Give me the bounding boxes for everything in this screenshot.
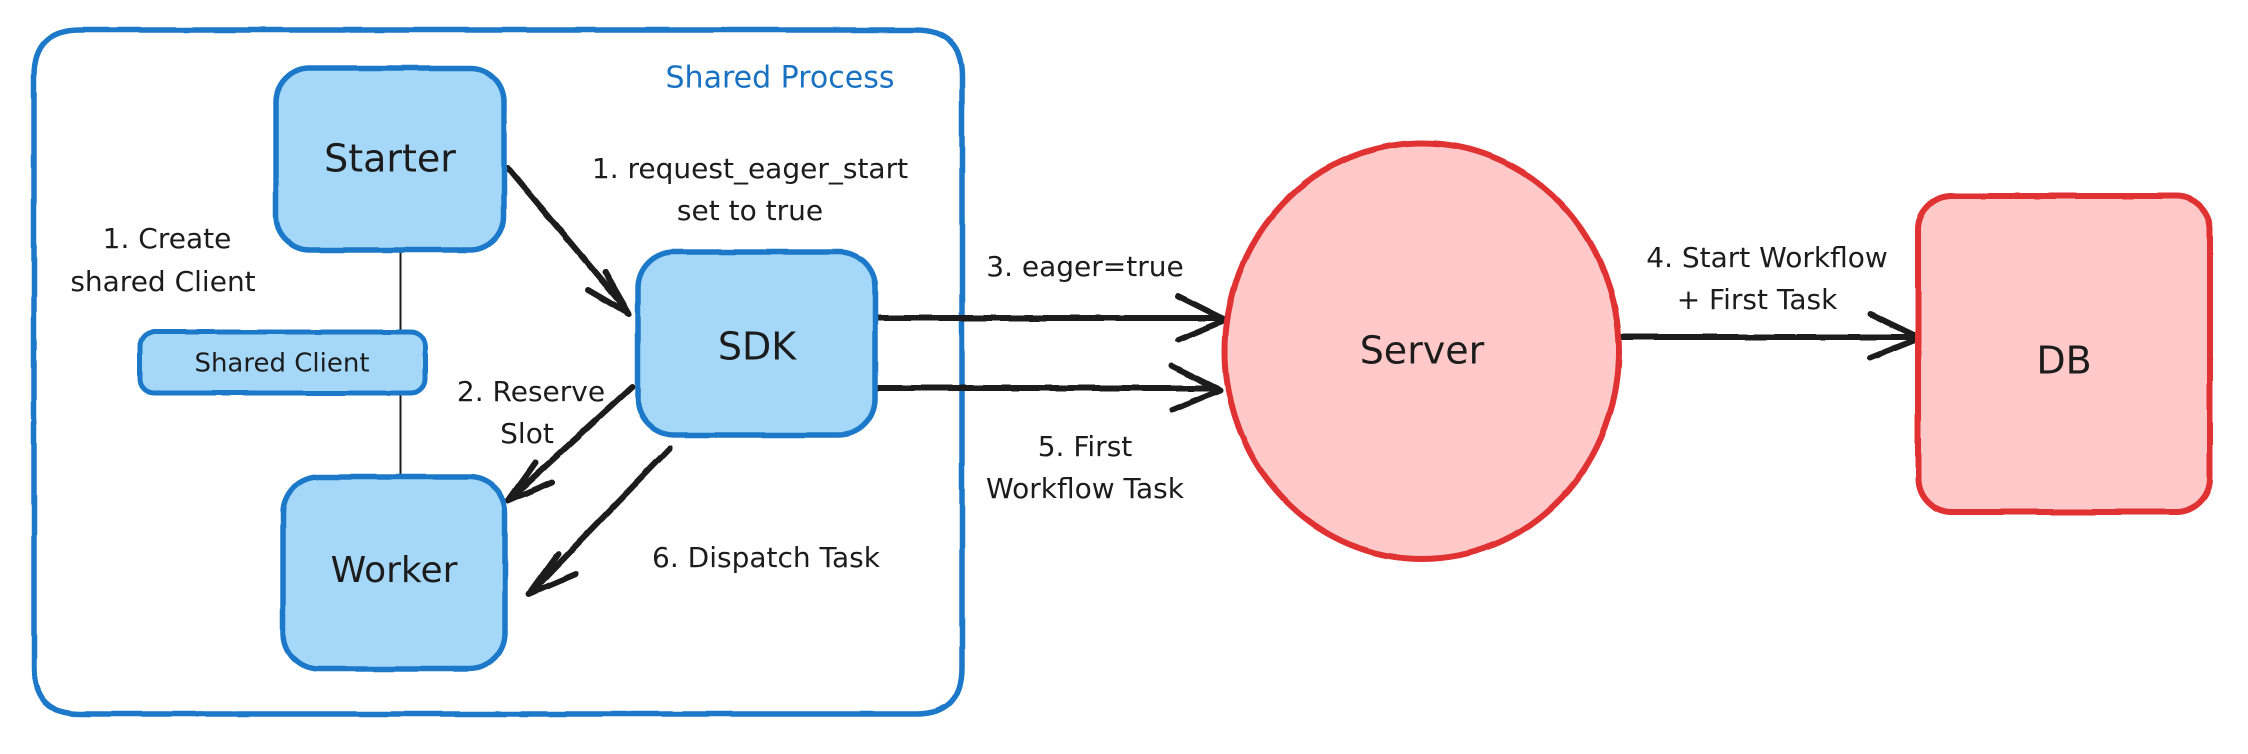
edge-label-start-workflow-line-2: + First Task [1677,283,1838,316]
node-worker[interactable]: Worker [280,474,508,672]
edge-label-create-shared-client: 1. Create shared Client [70,222,255,298]
node-starter-label: Starter [324,137,456,181]
node-db[interactable]: DB [1915,193,2213,515]
edge-label-request-eager-start-line-2: set to true [677,194,823,227]
edge-label-eager-true: 3. eager=true [986,250,1183,283]
edge-label-dispatch-task: 6. Dispatch Task [652,541,881,574]
group-shared-process [31,27,965,717]
edge-6-dispatch-task [526,445,673,597]
edge-label-start-workflow-line-1: 4. Start Workflow [1646,241,1888,274]
edge-4-start-workflow [1617,311,1923,361]
node-worker-label: Worker [331,550,458,591]
edge-label-create-shared-client-line-2: shared Client [70,265,255,298]
node-server[interactable]: Server [1222,140,1622,562]
node-sdk-label: SDK [718,325,797,369]
edge-label-start-workflow: 4. Start Workflow + First Task [1646,241,1888,316]
edge-label-request-eager-start: 1. request_eager_start set to true [592,152,908,227]
edge-label-eager-true-line-1: 3. eager=true [986,250,1183,283]
edge-label-create-shared-client-line-1: 1. Create [103,222,232,255]
edge-label-reserve-slot-line-1: 2. Reserve [457,375,605,408]
node-sdk[interactable]: SDK [635,249,878,438]
edge-1-request-eager-start [505,165,632,317]
edge-label-reserve-slot-line-2: Slot [500,417,554,450]
edge-label-request-eager-start-line-1: 1. request_eager_start [592,152,908,185]
node-db-label: DB [2036,339,2091,383]
edge-2-reserve-slot [505,384,635,504]
edge-label-first-workflow-task-line-2: Workflow Task [986,472,1185,505]
edge-starter-shared-client [397,246,404,336]
node-starter[interactable]: Starter [273,65,507,253]
node-server-label: Server [1360,329,1485,373]
edge-label-dispatch-task-line-1: 6. Dispatch Task [652,541,881,574]
edge-shared-client-worker [397,389,404,481]
node-shared-client-label: Shared Client [194,349,369,379]
edge-label-reserve-slot: 2. Reserve Slot [457,375,605,450]
edge-5-first-workflow-task [873,363,1223,413]
edge-label-first-workflow-task: 5. First Workflow Task [986,430,1185,505]
node-shared-client[interactable]: Shared Client [137,329,428,396]
edge-label-first-workflow-task-line-1: 5. First [1038,430,1133,463]
group-shared-process-label: Shared Process [666,61,895,96]
